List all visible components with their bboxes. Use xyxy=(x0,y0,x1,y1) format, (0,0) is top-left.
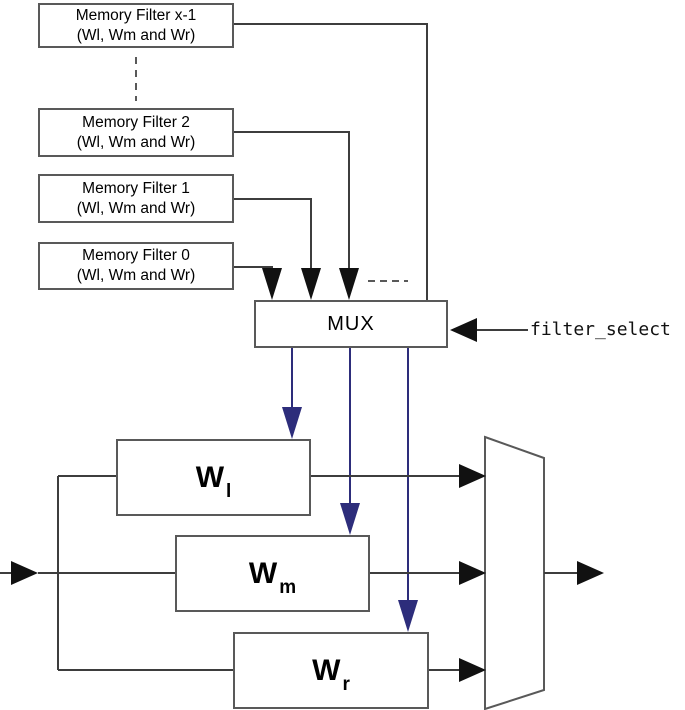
wr-sub-label: r xyxy=(342,673,350,695)
filter-2-to-mux-wire xyxy=(234,131,350,272)
filter-0-arrowhead xyxy=(262,268,282,300)
wm-sub-label: m xyxy=(279,576,297,598)
memory-filter-2-subtitle: (Wl, Wm and Wr) xyxy=(76,133,196,151)
memory-filter-2-title: Memory Filter 2 xyxy=(82,113,190,131)
filter-1-to-mux-wire xyxy=(234,198,312,272)
memory-filter-1-subtitle: (Wl, Wm and Wr) xyxy=(76,199,196,217)
mux-to-wr-arrowhead xyxy=(398,600,418,632)
wm-main-label: W xyxy=(248,556,278,590)
filter-2-arrowhead xyxy=(339,268,359,300)
memory-filter-box-x1: Memory Filter x-1 (Wl, Wm and Wr) xyxy=(38,3,234,48)
filter-1-arrowhead xyxy=(301,268,321,300)
memory-filter-x1-title: Memory Filter x-1 xyxy=(75,6,197,24)
wl-main-label: W xyxy=(195,460,225,494)
filter-select-label: filter_select xyxy=(530,319,671,340)
wm-out-arrowhead xyxy=(459,561,486,585)
filter-select-arrowhead xyxy=(450,318,477,342)
input-arrowhead xyxy=(11,561,38,585)
memory-filter-box-2: Memory Filter 2 (Wl, Wm and Wr) xyxy=(38,108,234,157)
mux-box: MUX xyxy=(254,300,448,348)
filter-0-to-mux-wire xyxy=(234,266,273,272)
filter-x1-to-mux-wire xyxy=(234,23,428,300)
mux-to-wl-arrowhead xyxy=(282,407,302,439)
mux-to-wm-arrowhead xyxy=(340,503,360,535)
memory-filter-0-title: Memory Filter 0 xyxy=(82,247,190,264)
output-mux-trapezoid xyxy=(484,435,545,710)
wr-out-arrowhead xyxy=(459,658,486,682)
output-arrowhead xyxy=(577,561,604,585)
memory-filter-box-1: Memory Filter 1 (Wl, Wm and Wr) xyxy=(38,174,234,223)
memory-filter-1-title: Memory Filter 1 xyxy=(82,179,190,197)
memory-filter-x1-subtitle: (Wl, Wm and Wr) xyxy=(76,26,196,44)
wl-sub-label: l xyxy=(226,480,232,502)
mux-label: MUX xyxy=(327,312,375,335)
wr-main-label: W xyxy=(312,653,341,687)
wl-out-arrowhead xyxy=(459,464,486,488)
memory-filter-box-0: Memory Filter 0 (Wl, Wm and Wr) xyxy=(38,242,234,290)
memory-filter-0-subtitle: (Wl, Wm and Wr) xyxy=(76,267,196,284)
